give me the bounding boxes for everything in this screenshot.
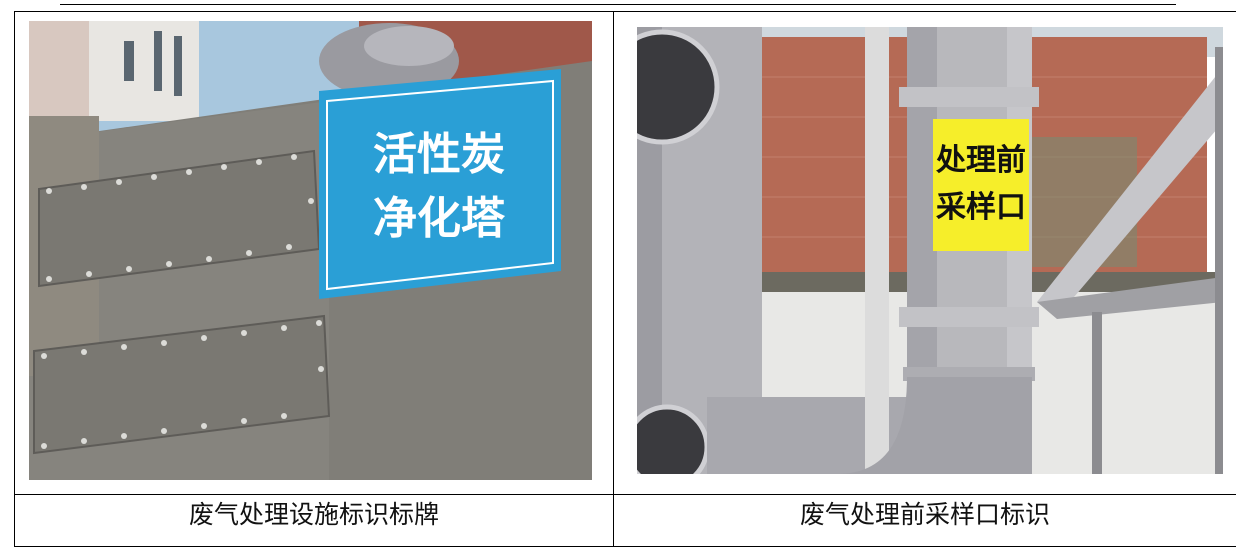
photo-activated-carbon-tower: 活性炭 净化塔	[29, 21, 592, 480]
photo-sampling-port: 处理前 采样口	[637, 27, 1223, 474]
tower-illustration: 活性炭 净化塔	[29, 21, 592, 480]
caption-left: 废气处理设施标识标牌	[15, 495, 614, 547]
sign-line-1: 活性炭	[373, 129, 505, 180]
label-line-1: 处理前	[935, 143, 1026, 178]
caption-right: 废气处理前采样口标识	[614, 495, 1236, 547]
label-line-2: 采样口	[936, 190, 1026, 225]
top-rule	[60, 4, 1176, 5]
pipe-illustration: 处理前 采样口	[637, 27, 1223, 474]
sign-line-2: 净化塔	[373, 193, 506, 244]
